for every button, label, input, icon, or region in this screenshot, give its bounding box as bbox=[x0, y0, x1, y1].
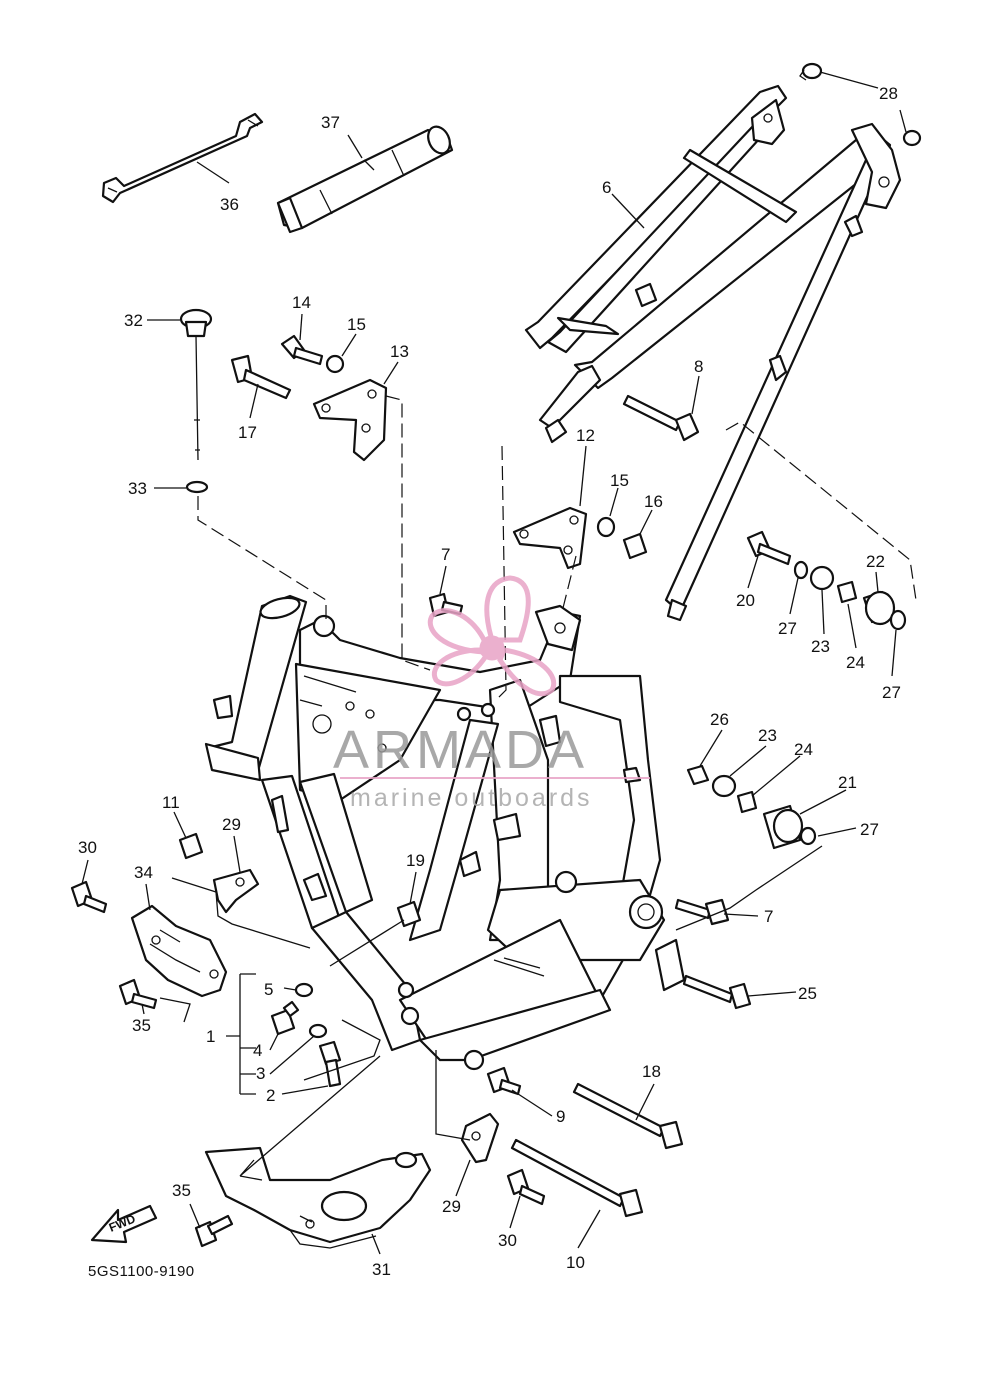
callout-36: 36 bbox=[220, 195, 239, 214]
main-frame bbox=[204, 594, 686, 1071]
bolt-30a bbox=[70, 880, 108, 914]
callout-7: 7 bbox=[764, 907, 773, 926]
callout-27: 27 bbox=[882, 683, 901, 702]
callout-17: 17 bbox=[238, 423, 257, 442]
bolt-20 bbox=[746, 530, 792, 566]
washer-3 bbox=[308, 1023, 328, 1039]
callout-1: 1 bbox=[206, 1027, 215, 1046]
bolt-35a bbox=[118, 978, 158, 1010]
bolt-30b bbox=[506, 1168, 546, 1206]
leader-lines bbox=[81, 71, 907, 1255]
armada-watermark: ARMADA marine outboards bbox=[333, 575, 650, 812]
forward-arrow: FWD bbox=[90, 1204, 158, 1244]
callout-3: 3 bbox=[256, 1064, 265, 1083]
subframe-rail bbox=[524, 84, 902, 622]
callout-19: 19 bbox=[406, 851, 425, 870]
callout-37: 37 bbox=[321, 113, 340, 132]
callout-10: 10 bbox=[566, 1253, 585, 1272]
callout-32: 32 bbox=[124, 311, 143, 330]
bolt-9 bbox=[486, 1066, 522, 1096]
callout-15: 15 bbox=[610, 471, 629, 490]
bolt-35b bbox=[194, 1214, 234, 1248]
callout-labels: 28 28 37 36 6 32 14 15 13 8 17 33 12 15 … bbox=[78, 84, 901, 1279]
callout-6: 6 bbox=[602, 178, 611, 197]
callout-26: 26 bbox=[710, 710, 729, 729]
skid-plate-31 bbox=[204, 1146, 432, 1249]
callout-16: 16 bbox=[644, 492, 663, 511]
bracket-29a bbox=[212, 868, 260, 914]
callout-11: 11 bbox=[162, 793, 180, 812]
part-code: 5GS1100-9190 bbox=[88, 1263, 195, 1280]
callout-29: 29 bbox=[442, 1197, 461, 1216]
callout-29: 29 bbox=[222, 815, 241, 834]
bolt-17 bbox=[230, 354, 292, 400]
washer-15b bbox=[596, 516, 616, 538]
washer-27c bbox=[799, 826, 817, 846]
callout-30: 30 bbox=[78, 838, 97, 857]
nut-16 bbox=[622, 532, 648, 560]
callout-25: 25 bbox=[798, 984, 817, 1003]
callout-12: 12 bbox=[576, 426, 595, 445]
bolt-4 bbox=[270, 1000, 300, 1036]
callout-14: 14 bbox=[292, 293, 311, 312]
callout-5: 5 bbox=[264, 980, 273, 999]
collar-23a bbox=[809, 565, 835, 591]
dipstick bbox=[179, 308, 213, 494]
callout-33: 33 bbox=[128, 479, 147, 498]
callout-30: 30 bbox=[498, 1231, 517, 1250]
callout-20: 20 bbox=[736, 591, 755, 610]
callout-18: 18 bbox=[642, 1062, 661, 1081]
callout-28: 28 bbox=[879, 84, 898, 103]
bolt-25 bbox=[682, 974, 752, 1010]
bolt-8 bbox=[622, 394, 700, 442]
box-spanner-tool bbox=[276, 125, 454, 234]
assembly-lines bbox=[159, 395, 917, 1177]
callout-23: 23 bbox=[758, 726, 777, 745]
callout-2: 2 bbox=[266, 1086, 275, 1105]
nut-26 bbox=[686, 764, 710, 786]
wrench-tool bbox=[101, 112, 264, 204]
callout-23: 23 bbox=[811, 637, 830, 656]
callout-35: 35 bbox=[132, 1016, 151, 1035]
callout-27: 27 bbox=[778, 619, 797, 638]
callout-7: 7 bbox=[441, 545, 450, 564]
callout-8: 8 bbox=[694, 357, 703, 376]
collar-24a bbox=[836, 580, 858, 604]
engine-bracket-13 bbox=[312, 378, 388, 462]
propeller-logo-icon bbox=[427, 575, 557, 697]
callout-15: 15 bbox=[347, 315, 366, 334]
washer-27b bbox=[889, 609, 907, 631]
bolt-14 bbox=[280, 334, 324, 366]
callout-9: 9 bbox=[556, 1107, 565, 1126]
callout-27: 27 bbox=[860, 820, 879, 839]
washer-27a bbox=[793, 560, 809, 580]
watermark-subtitle: marine outboards bbox=[350, 784, 593, 812]
watermark-title: ARMADA bbox=[333, 720, 588, 780]
bolt-2 bbox=[318, 1040, 342, 1088]
nut-11 bbox=[178, 832, 204, 860]
callout-34: 34 bbox=[134, 863, 153, 882]
collar-23b bbox=[711, 774, 737, 798]
callout-4: 4 bbox=[253, 1041, 262, 1060]
bolt-10 bbox=[510, 1138, 644, 1218]
washer-5 bbox=[294, 982, 314, 998]
callout-24: 24 bbox=[794, 740, 813, 759]
callout-24: 24 bbox=[846, 653, 865, 672]
damper-21 bbox=[762, 804, 804, 850]
callout-21: 21 bbox=[838, 773, 857, 792]
cap-28-upper bbox=[799, 62, 823, 81]
callout-31: 31 bbox=[372, 1260, 391, 1279]
callout-13: 13 bbox=[390, 342, 409, 361]
bolt-7b bbox=[674, 898, 730, 926]
damper-22 bbox=[862, 590, 896, 626]
cap-28-lower bbox=[902, 129, 922, 147]
bolt-18 bbox=[572, 1082, 684, 1150]
guard-34 bbox=[130, 904, 228, 998]
washer-15a bbox=[325, 354, 345, 374]
callout-22: 22 bbox=[866, 552, 885, 571]
bracket-29b bbox=[460, 1112, 500, 1164]
callout-35: 35 bbox=[172, 1181, 191, 1200]
collar-24b bbox=[736, 790, 758, 814]
